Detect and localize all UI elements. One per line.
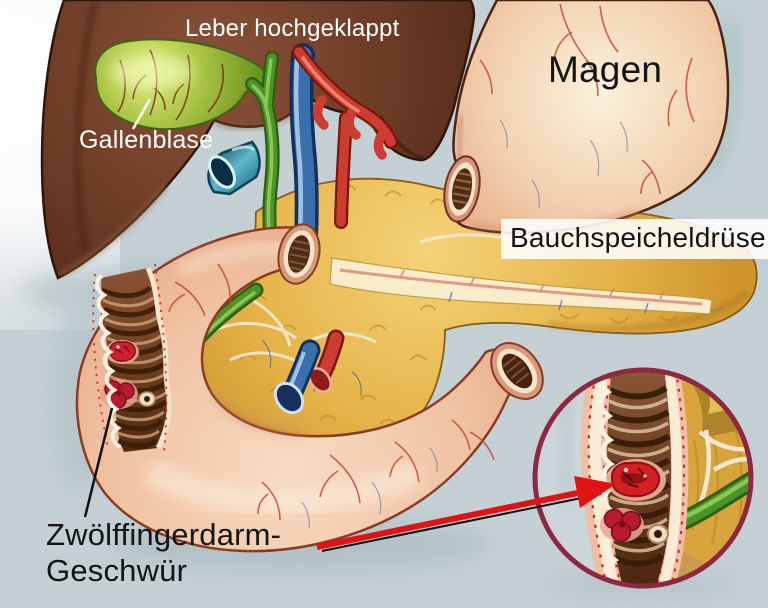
hepatic-artery xyxy=(292,45,398,229)
ulcer-leader-line xyxy=(83,407,114,518)
label-pancreas: Bauchspeicheldrüse xyxy=(501,219,768,259)
portal-vein xyxy=(289,43,319,250)
inset-ring xyxy=(532,367,754,589)
pointer-arrow xyxy=(316,476,616,552)
pylorus-opening xyxy=(443,155,481,223)
mesenteric-vessels xyxy=(273,329,345,415)
bile-duct xyxy=(245,51,280,239)
label-stomach: Magen xyxy=(548,49,663,90)
label-liver: Leber hochgeklappt xyxy=(185,15,400,42)
papilla xyxy=(138,391,156,407)
vena-cava-stump xyxy=(207,140,261,196)
pancreatic-duct-cut xyxy=(329,257,713,315)
duodenal-bulb-opening xyxy=(277,223,321,285)
label-ulcer: Zwölffingerdarm- Geschwür xyxy=(46,517,281,589)
label-ulcer-line1: Zwölffingerdarm- xyxy=(46,517,282,552)
inset-ulcer xyxy=(600,459,666,543)
inset-papilla xyxy=(647,524,669,544)
gallbladder-leader-line xyxy=(131,98,152,130)
duodenum-veins xyxy=(301,447,438,529)
leader-lines xyxy=(83,98,152,518)
label-ulcer-line2: Geschwür xyxy=(46,553,188,588)
duodenum-vessels xyxy=(168,263,495,521)
stomach-vessels xyxy=(479,3,695,195)
label-gallbladder: Gallenblase xyxy=(79,126,214,154)
stomach-veins xyxy=(499,119,628,209)
jejunum-opening xyxy=(490,342,544,400)
